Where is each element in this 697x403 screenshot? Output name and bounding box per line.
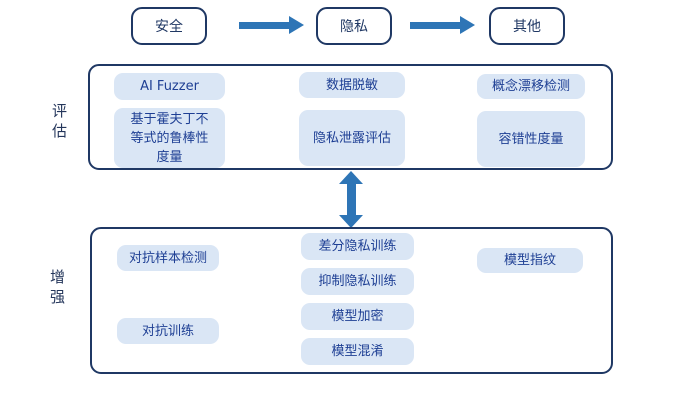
- arrow-shaft: [410, 21, 460, 29]
- arrow-head-up: [339, 171, 363, 184]
- arrow-shaft: [239, 21, 289, 29]
- node-adversarial-training: 对抗训练: [117, 318, 219, 344]
- node-fault-tolerance-metric: 容错性度量: [477, 111, 585, 167]
- section-label-enhance: 增强: [49, 268, 65, 306]
- node-adversarial-sample-detection: 对抗样本检测: [117, 245, 219, 271]
- node-differential-privacy-training: 差分隐私训练: [301, 233, 414, 260]
- flow-node-privacy-label: 隐私: [340, 19, 368, 35]
- flow-node-other: 其他: [489, 7, 565, 45]
- flow-node-other-label: 其他: [513, 19, 541, 35]
- node-ai-fuzzer: AI Fuzzer: [114, 73, 225, 100]
- node-privacy-leak-evaluation: 隐私泄露评估: [299, 110, 405, 166]
- node-model-encryption: 模型加密: [301, 303, 414, 330]
- right-arrow-icon: [410, 16, 475, 34]
- arrow-head: [460, 16, 475, 34]
- node-model-obfuscation: 模型混淆: [301, 338, 414, 365]
- right-arrow-icon: [239, 16, 304, 34]
- arrow-head: [289, 16, 304, 34]
- section-label-evaluate: 评估: [51, 102, 67, 140]
- node-model-fingerprint: 模型指纹: [477, 248, 583, 273]
- flow-node-privacy: 隐私: [316, 7, 392, 45]
- flow-node-security-label: 安全: [155, 19, 183, 35]
- arrow-head-down: [339, 215, 363, 228]
- arrow-shaft: [346, 184, 356, 215]
- node-concept-drift-detection: 概念漂移检测: [477, 74, 585, 99]
- double-vertical-arrow-icon: [339, 171, 363, 228]
- flow-node-security: 安全: [131, 7, 207, 45]
- node-data-masking: 数据脱敏: [299, 72, 405, 98]
- node-suppression-privacy-training: 抑制隐私训练: [301, 268, 414, 295]
- node-hoeffding-robustness-metric: 基于霍夫丁不等式的鲁棒性度量: [114, 108, 225, 168]
